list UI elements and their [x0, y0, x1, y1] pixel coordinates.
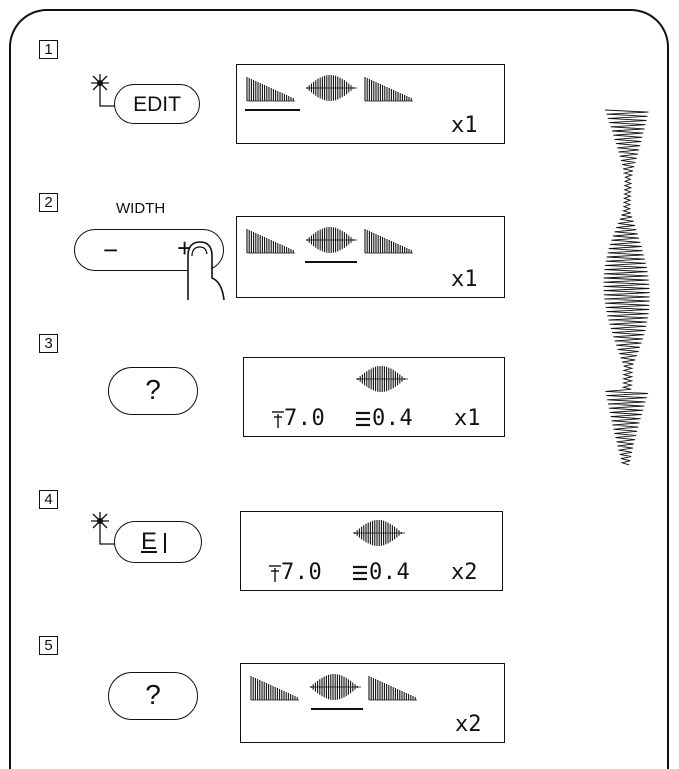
step-number-2: 2 — [39, 193, 58, 212]
e-key-label: E — [141, 528, 158, 555]
step-number-4: 4 — [39, 490, 58, 509]
multiplier: x1 — [451, 267, 478, 292]
stitch-width-icon — [272, 411, 284, 428]
lcd-display-2: x1 — [236, 216, 505, 298]
diagram-frame — [9, 9, 669, 769]
step-number-5: 5 — [39, 636, 58, 655]
width-value: 7.0 — [281, 560, 323, 585]
help-button-label: ? — [145, 679, 161, 710]
e-key-bar — [164, 533, 166, 553]
step-number-1: 1 — [39, 40, 58, 59]
stitch-pattern-icon — [246, 227, 413, 254]
multiplier: x1 — [454, 406, 481, 431]
lcd-display-4: 7.0 0.4 x2 — [240, 511, 503, 591]
step-number-3: 3 — [39, 334, 58, 353]
stitch-pattern-icon — [353, 520, 405, 546]
width-value: 7.0 — [284, 406, 326, 431]
width-label: WIDTH — [116, 200, 166, 217]
lcd-display-5: x2 — [240, 663, 505, 743]
stitch-width-icon — [269, 565, 281, 582]
lcd-display-1: x1 — [236, 64, 505, 144]
stitch-pattern-icon — [356, 366, 408, 392]
selection-underline — [305, 261, 357, 263]
stitch-sample-icon — [603, 109, 650, 466]
width-minus-button[interactable]: − — [103, 235, 119, 265]
selection-underline — [245, 109, 300, 111]
edit-button[interactable]: EDIT — [114, 84, 200, 124]
help-button[interactable]: ? — [108, 672, 198, 720]
e-key-button[interactable]: E — [114, 521, 202, 563]
edit-button-label: EDIT — [133, 93, 181, 116]
multiplier: x2 — [455, 712, 482, 737]
lamp-icon — [91, 74, 118, 107]
length-value: 0.4 — [372, 406, 414, 431]
stitch-length-icon — [353, 565, 367, 581]
stitch-pattern-icon — [246, 75, 413, 102]
stitch-pattern-icon — [250, 674, 417, 701]
multiplier: x2 — [451, 560, 478, 585]
finger-icon — [187, 241, 225, 301]
selection-underline — [311, 708, 363, 710]
length-value: 0.4 — [369, 560, 411, 585]
lcd-display-3: 7.0 0.4 x1 — [243, 357, 505, 437]
multiplier: x1 — [451, 113, 478, 138]
stitch-length-icon — [356, 411, 370, 427]
help-button[interactable]: ? — [108, 367, 198, 415]
help-button-label: ? — [145, 374, 161, 405]
lamp-icon — [91, 512, 118, 545]
